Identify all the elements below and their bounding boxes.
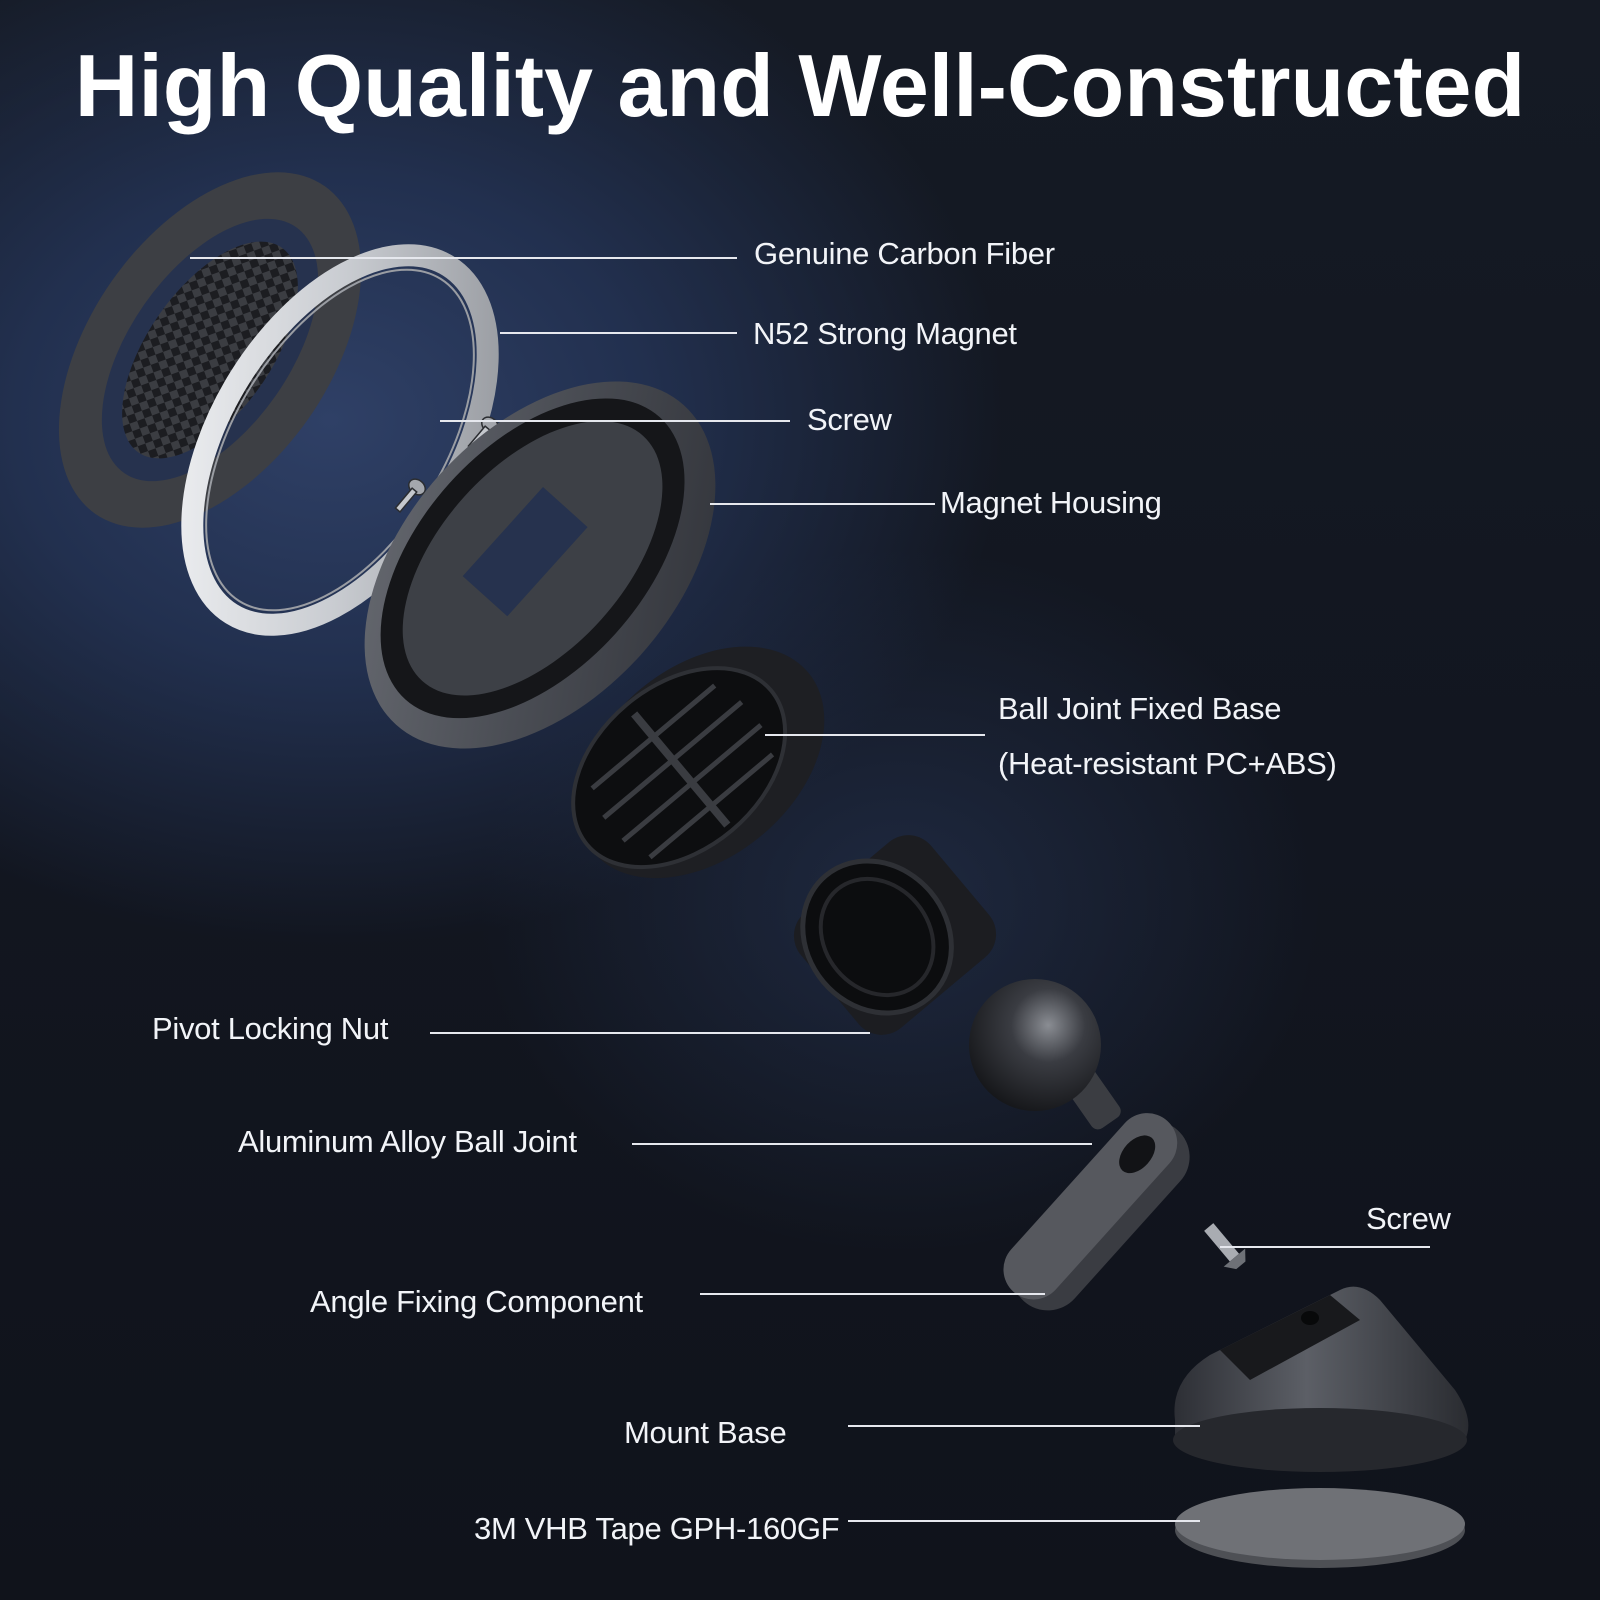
leader-line-screw-top: [440, 420, 790, 422]
pivot-nut-graphic: [793, 835, 997, 1035]
label-screw-bottom: Screw: [1366, 1201, 1451, 1236]
label-carbon-fiber: Genuine Carbon Fiber: [754, 236, 1055, 271]
label-ball-joint: Aluminum Alloy Ball Joint: [238, 1124, 577, 1159]
angle-fixing-graphic: [1003, 1113, 1190, 1311]
leader-line-vhb-tape: [848, 1520, 1200, 1522]
page-title: High Quality and Well-Constructed: [74, 36, 1526, 135]
label-screw-top: Screw: [807, 402, 892, 437]
label-vhb-tape: 3M VHB Tape GPH-160GF: [474, 1511, 840, 1546]
label-magnet-housing: Magnet Housing: [940, 485, 1162, 520]
leader-line-ball-joint: [632, 1143, 1092, 1145]
screw-bottom-graphic: [1204, 1223, 1246, 1270]
label-ball-joint-base-material: (Heat-resistant PC+ABS): [998, 746, 1337, 781]
label-mount-base: Mount Base: [624, 1415, 787, 1450]
label-ball-joint-base: Ball Joint Fixed Base: [998, 691, 1282, 726]
mount-base-graphic: [1173, 1286, 1469, 1472]
ball-joint-base-graphic: [571, 646, 825, 879]
leader-line-magnet-housing: [710, 503, 935, 505]
leader-line-ball-joint-base: [765, 734, 985, 736]
leader-line-mount-base: [848, 1425, 1200, 1427]
label-pivot-nut: Pivot Locking Nut: [152, 1011, 389, 1046]
vhb-tape-graphic: [1175, 1488, 1465, 1568]
label-magnet: N52 Strong Magnet: [753, 316, 1017, 351]
leader-line-magnet: [500, 332, 737, 334]
ball-joint-graphic: [969, 979, 1121, 1130]
label-angle-fixing: Angle Fixing Component: [310, 1284, 643, 1319]
leader-line-carbon-fiber: [190, 257, 737, 259]
leader-line-pivot-nut: [430, 1032, 870, 1034]
carbon-fiber-disc-graphic: [58, 172, 362, 528]
leader-line-screw-bottom: [1220, 1246, 1430, 1248]
leader-line-angle-fixing: [700, 1293, 1045, 1295]
magnet-housing-graphic: [364, 381, 716, 749]
